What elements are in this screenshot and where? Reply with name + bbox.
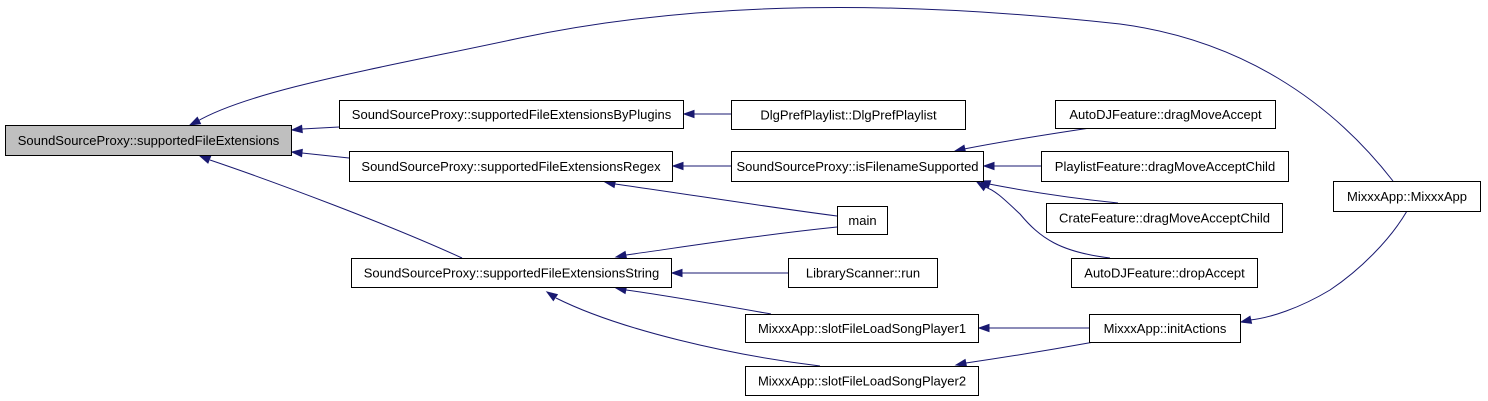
arrowhead (954, 358, 968, 368)
node-crateDrag[interactable]: CrateFeature::dragMoveAcceptChild (1046, 203, 1283, 233)
node-slot1[interactable]: MixxxApp::slotFileLoadSongPlayer1 (745, 314, 979, 343)
arrowhead (682, 109, 695, 119)
edge-autoDJDrop-to-isFilename (975, 181, 1111, 259)
node-label: SoundSourceProxy::supportedFileExtension… (352, 107, 672, 122)
node-label: main (848, 213, 876, 228)
edge-initActions-to-mixxxApp (1239, 210, 1408, 324)
edge-regex-to-root (290, 148, 350, 159)
node-box (745, 366, 979, 396)
node-box (1041, 151, 1289, 182)
node-label: AutoDJFeature::dragMoveAccept (1069, 107, 1262, 122)
node-box (1089, 314, 1241, 343)
node-label: AutoDJFeature::dropAccept (1084, 266, 1245, 281)
edge-main-to-regex (603, 179, 838, 217)
arrowhead (670, 268, 683, 278)
node-box (339, 100, 684, 129)
arrowhead (188, 116, 202, 126)
node-initActions[interactable]: MixxxApp::initActions (1089, 314, 1241, 343)
node-label: PlaylistFeature::dragMoveAcceptChild (1055, 159, 1275, 174)
node-box (731, 100, 966, 130)
node-label: SoundSourceProxy::supportedFileExtension… (364, 266, 660, 281)
node-box (745, 314, 979, 343)
node-label: CrateFeature::dragMoveAcceptChild (1059, 211, 1270, 226)
node-box (731, 151, 984, 182)
node-label: LibraryScanner::run (806, 266, 920, 281)
edge-dlgPref-to-byPlugins (682, 109, 731, 119)
arrowhead (198, 155, 212, 164)
edge-line (963, 127, 1091, 150)
arrowhead (1239, 315, 1253, 324)
node-isFilename[interactable]: SoundSourceProxy::isFilenameSupported (731, 151, 984, 182)
edge-initActions-to-slot1 (977, 323, 1089, 333)
edge-autoDJDrag-to-isFilename (953, 127, 1091, 153)
edge-line (555, 297, 821, 367)
node-slot2[interactable]: MixxxApp::slotFileLoadSongPlayer2 (745, 366, 979, 396)
node-main[interactable]: main (837, 206, 888, 235)
arrowhead (614, 250, 628, 260)
node-label: SoundSourceProxy::isFilenameSupported (736, 159, 978, 174)
edge-line (984, 186, 1111, 259)
edge-mixxxApp-to-root (188, 6, 1394, 182)
arrowhead (290, 148, 303, 158)
edge-line (965, 341, 1095, 364)
node-string[interactable]: SoundSourceProxy::supportedFileExtension… (351, 258, 672, 288)
edge-isFilename-to-regex (671, 161, 731, 171)
node-box (1055, 100, 1276, 129)
node-autoDJDrop[interactable]: AutoDJFeature::dropAccept (1071, 258, 1258, 288)
nodes: SoundSourceProxy::supportedFileExtension… (5, 100, 1481, 396)
node-dlgPref[interactable]: DlgPrefPlaylist::DlgPrefPlaylist (731, 100, 966, 130)
arrowhead (977, 323, 990, 333)
node-box (837, 206, 888, 235)
edge-string-to-root (198, 155, 463, 259)
edge-line (614, 183, 838, 217)
edge-line (988, 183, 1119, 204)
edge-main-to-string (614, 226, 838, 260)
node-box (788, 258, 938, 288)
arrowhead (671, 161, 684, 171)
edge-line (195, 6, 1394, 182)
arrowhead (975, 181, 989, 192)
node-root[interactable]: SoundSourceProxy::supportedFileExtension… (5, 125, 292, 156)
edge-line (301, 152, 350, 159)
edge-line (625, 226, 838, 256)
edge-line (625, 289, 772, 315)
arrowhead (982, 161, 995, 171)
node-playlistDrag[interactable]: PlaylistFeature::dragMoveAcceptChild (1041, 151, 1289, 182)
node-byPlugins[interactable]: SoundSourceProxy::supportedFileExtension… (339, 100, 684, 129)
node-regex[interactable]: SoundSourceProxy::supportedFileExtension… (349, 151, 673, 182)
node-label: SoundSourceProxy::supportedFileExtension… (18, 133, 280, 148)
node-label: MixxxApp::MixxxApp (1347, 189, 1467, 204)
node-box (351, 258, 672, 288)
node-autoDJDrag[interactable]: AutoDJFeature::dragMoveAccept (1055, 100, 1276, 129)
node-label: DlgPrefPlaylist::DlgPrefPlaylist (760, 108, 937, 123)
arrowhead (290, 124, 303, 134)
node-label: SoundSourceProxy::supportedFileExtension… (361, 159, 661, 174)
node-label: MixxxApp::slotFileLoadSongPlayer2 (758, 374, 966, 389)
edges (188, 6, 1408, 368)
node-mixxxApp[interactable]: MixxxApp::MixxxApp (1333, 181, 1481, 212)
node-box (1046, 203, 1283, 233)
edge-libScanner-to-string (670, 268, 788, 278)
arrowhead (545, 291, 559, 302)
node-label: MixxxApp::initActions (1104, 321, 1227, 336)
node-libScanner[interactable]: LibraryScanner::run (788, 258, 938, 288)
edge-slot2-to-string (545, 291, 821, 367)
node-label: MixxxApp::slotFileLoadSongPlayer1 (758, 321, 966, 336)
node-box (349, 151, 673, 182)
node-box (1333, 181, 1481, 212)
edge-initActions-to-slot2 (954, 341, 1095, 368)
edge-playlistDrag-to-isFilename (982, 161, 1041, 171)
edge-line (209, 159, 463, 259)
node-box (1071, 258, 1258, 288)
edge-crateDrag-to-isFilename (978, 180, 1119, 204)
edge-line (1249, 210, 1408, 321)
edge-slot1-to-string (614, 285, 772, 315)
edge-line (301, 126, 340, 130)
edge-byPlugins-to-root (290, 124, 340, 134)
node-box (5, 125, 292, 156)
